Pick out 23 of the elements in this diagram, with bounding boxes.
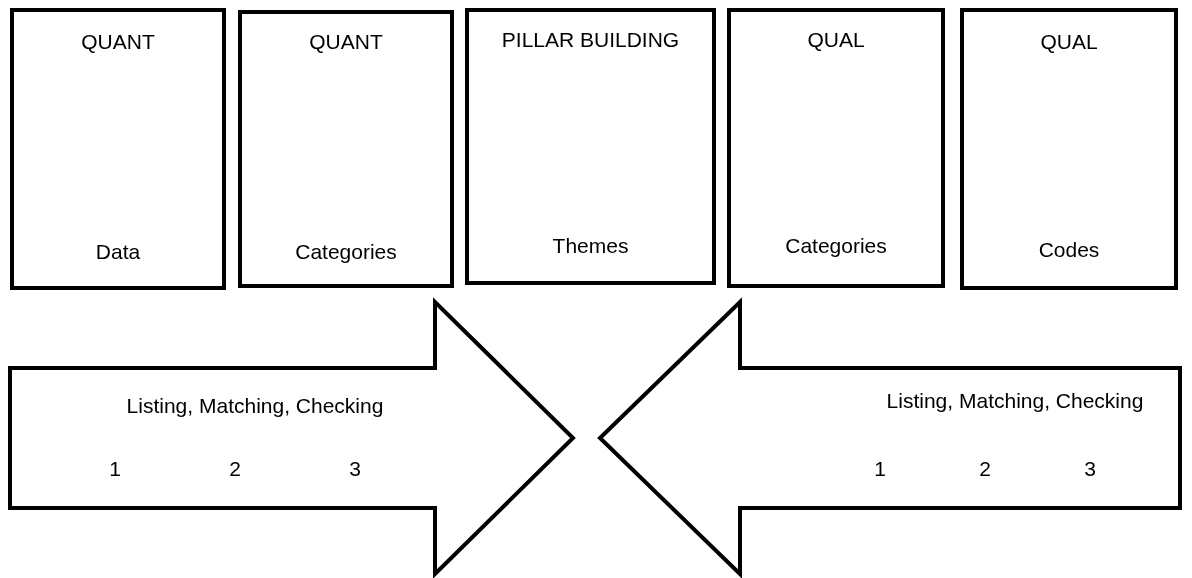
- step-number: 1: [109, 457, 121, 481]
- box-heading: QUANT: [80, 30, 156, 54]
- step-number: 3: [1084, 457, 1096, 481]
- box-heading: PILLAR BUILDING: [500, 28, 681, 52]
- box-label: Categories: [294, 240, 398, 264]
- box-label: Codes: [1037, 238, 1101, 262]
- box-heading: QUAL: [806, 28, 866, 52]
- label-box: [10, 8, 226, 290]
- step-number: 2: [979, 457, 991, 481]
- step-number: 3: [349, 457, 361, 481]
- step-number: 2: [229, 457, 241, 481]
- box-heading: QUAL: [1039, 30, 1099, 54]
- label-box: [960, 8, 1178, 290]
- box-label: Categories: [784, 234, 888, 258]
- label-box: [238, 10, 454, 288]
- box-label: Themes: [551, 234, 630, 258]
- box-label: Data: [94, 240, 142, 264]
- arrow-label: Listing, Matching, Checking: [886, 389, 1144, 413]
- arrow-label: Listing, Matching, Checking: [126, 394, 384, 418]
- label-box: [465, 8, 716, 285]
- step-number: 1: [874, 457, 886, 481]
- box-heading: QUANT: [308, 30, 384, 54]
- label-box: [727, 8, 945, 288]
